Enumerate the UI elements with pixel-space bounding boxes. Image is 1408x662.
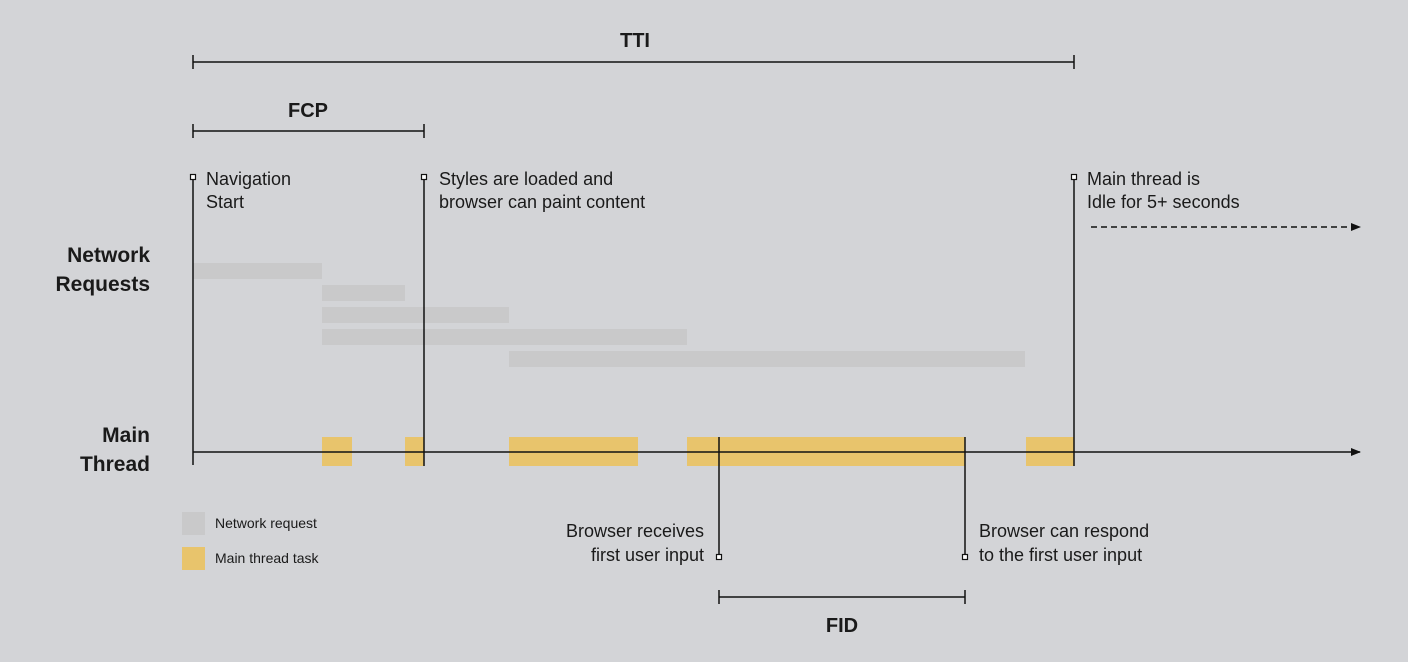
network-request-bar — [509, 351, 1025, 367]
event-marker — [1070, 173, 1078, 181]
fcp-label: FCP — [288, 100, 328, 122]
styles-loaded-event: Styles are loaded and browser can paint … — [420, 169, 645, 466]
first-user-input-label-line1: Browser receives — [566, 521, 704, 541]
navigation-start-label-line2: Start — [206, 192, 244, 212]
main-thread-idle-event: Main thread is Idle for 5+ seconds — [1070, 169, 1361, 466]
fid-span: FID — [718, 590, 966, 637]
network-request-bar — [193, 263, 322, 279]
network-request-bar — [322, 307, 509, 323]
tti-label: TTI — [620, 30, 650, 52]
legend-task-swatch — [182, 547, 205, 570]
tti-span: TTI — [192, 30, 1075, 69]
first-user-input-label-line2: first user input — [591, 545, 704, 565]
navigation-start-label-line1: Navigation — [206, 169, 291, 189]
network-lane-label-line1: Network — [67, 244, 150, 267]
network-requests — [193, 263, 1025, 367]
browser-respond-label-line1: Browser can respond — [979, 521, 1149, 541]
navigation-start-event: Navigation Start — [189, 169, 291, 465]
browser-respond-event: Browser can respond to the first user in… — [961, 437, 1149, 565]
main-lane-label-line1: Main — [102, 424, 150, 447]
legend-task-label: Main thread task — [215, 550, 319, 566]
network-lane-label-line2: Requests — [55, 273, 150, 296]
styles-loaded-label-line2: browser can paint content — [439, 192, 645, 212]
network-request-bar — [322, 329, 687, 345]
fid-label: FID — [826, 615, 858, 637]
event-marker — [961, 553, 969, 561]
legend: Network request Main thread task — [182, 512, 319, 570]
network-request-bar — [322, 285, 405, 301]
event-marker — [715, 553, 723, 561]
browser-respond-label-line2: to the first user input — [979, 545, 1142, 565]
main-thread-idle-label-line2: Idle for 5+ seconds — [1087, 192, 1240, 212]
first-user-input-event: Browser receives first user input — [566, 437, 723, 565]
fcp-span: FCP — [192, 100, 425, 138]
styles-loaded-label-line1: Styles are loaded and — [439, 169, 613, 189]
event-marker — [420, 173, 428, 181]
event-marker — [189, 173, 197, 181]
main-lane-label-line2: Thread — [80, 453, 150, 476]
legend-network-swatch — [182, 512, 205, 535]
legend-network-label: Network request — [215, 515, 317, 531]
main-thread-idle-label-line1: Main thread is — [1087, 169, 1200, 189]
